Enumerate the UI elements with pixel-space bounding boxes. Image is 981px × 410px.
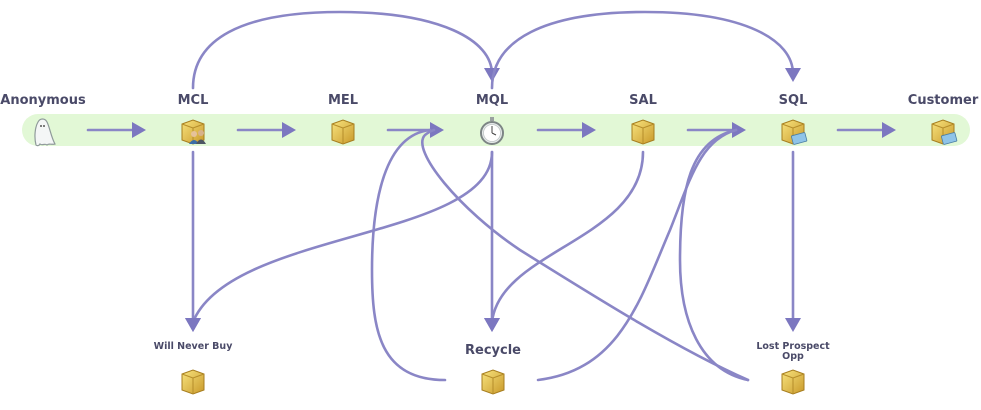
arrowhead-icon bbox=[185, 318, 201, 332]
terminal-label-recycle: Recycle bbox=[465, 343, 521, 358]
box-with-people-icon[interactable] bbox=[178, 115, 208, 147]
arrowhead-icon bbox=[785, 318, 801, 332]
ghost-icon[interactable] bbox=[28, 115, 58, 147]
stage-label-anonymous: Anonymous bbox=[0, 93, 86, 108]
box-with-card-icon[interactable] bbox=[928, 115, 958, 147]
stage-label-mcl: MCL bbox=[177, 93, 209, 108]
stopwatch-icon[interactable] bbox=[477, 115, 507, 147]
arrowhead-icon bbox=[882, 122, 896, 138]
arrowhead-icon bbox=[785, 68, 801, 82]
terminal-label-will-never-buy: Will Never Buy bbox=[153, 341, 233, 352]
edge-recycle-to-sql bbox=[536, 128, 738, 382]
box-icon[interactable] bbox=[778, 365, 808, 397]
edge-mql-to-sql bbox=[490, 10, 795, 90]
arrowhead-icon bbox=[430, 122, 444, 138]
terminal-label-line1: Lost Prospect bbox=[756, 341, 830, 352]
stage-label-sal: SAL bbox=[629, 93, 657, 108]
arrowhead-icon bbox=[132, 122, 146, 138]
box-with-card-icon[interactable] bbox=[778, 115, 808, 147]
terminal-label-line2: Opp bbox=[782, 351, 804, 362]
arrowhead-icon bbox=[582, 122, 596, 138]
arrowhead-icon bbox=[484, 318, 500, 332]
edge-lost-prospect-opp-to-mql bbox=[421, 128, 750, 382]
arrowhead-icon bbox=[732, 122, 746, 138]
terminal-label-lost-prospect-opp: Lost Prospect Opp bbox=[756, 342, 829, 362]
edge-mcl-to-mql bbox=[191, 10, 494, 90]
box-icon[interactable] bbox=[178, 365, 208, 397]
stage-label-mel: MEL bbox=[327, 93, 359, 108]
edge-mql-to-will-never-buy bbox=[191, 150, 494, 324]
stage-label-mql: MQL bbox=[475, 93, 509, 108]
box-icon[interactable] bbox=[328, 115, 358, 147]
arrowhead-icon bbox=[282, 122, 296, 138]
box-icon[interactable] bbox=[478, 365, 508, 397]
stage-label-customer: Customer bbox=[907, 93, 979, 108]
box-icon[interactable] bbox=[628, 115, 658, 147]
edge-lost-prospect-opp-to-sql bbox=[678, 128, 750, 382]
stage-label-sql: SQL bbox=[778, 93, 808, 108]
edge-recycle-to-mql bbox=[370, 128, 447, 382]
edge-sal-to-recycle bbox=[490, 150, 645, 324]
arrowhead-icon bbox=[484, 68, 500, 82]
